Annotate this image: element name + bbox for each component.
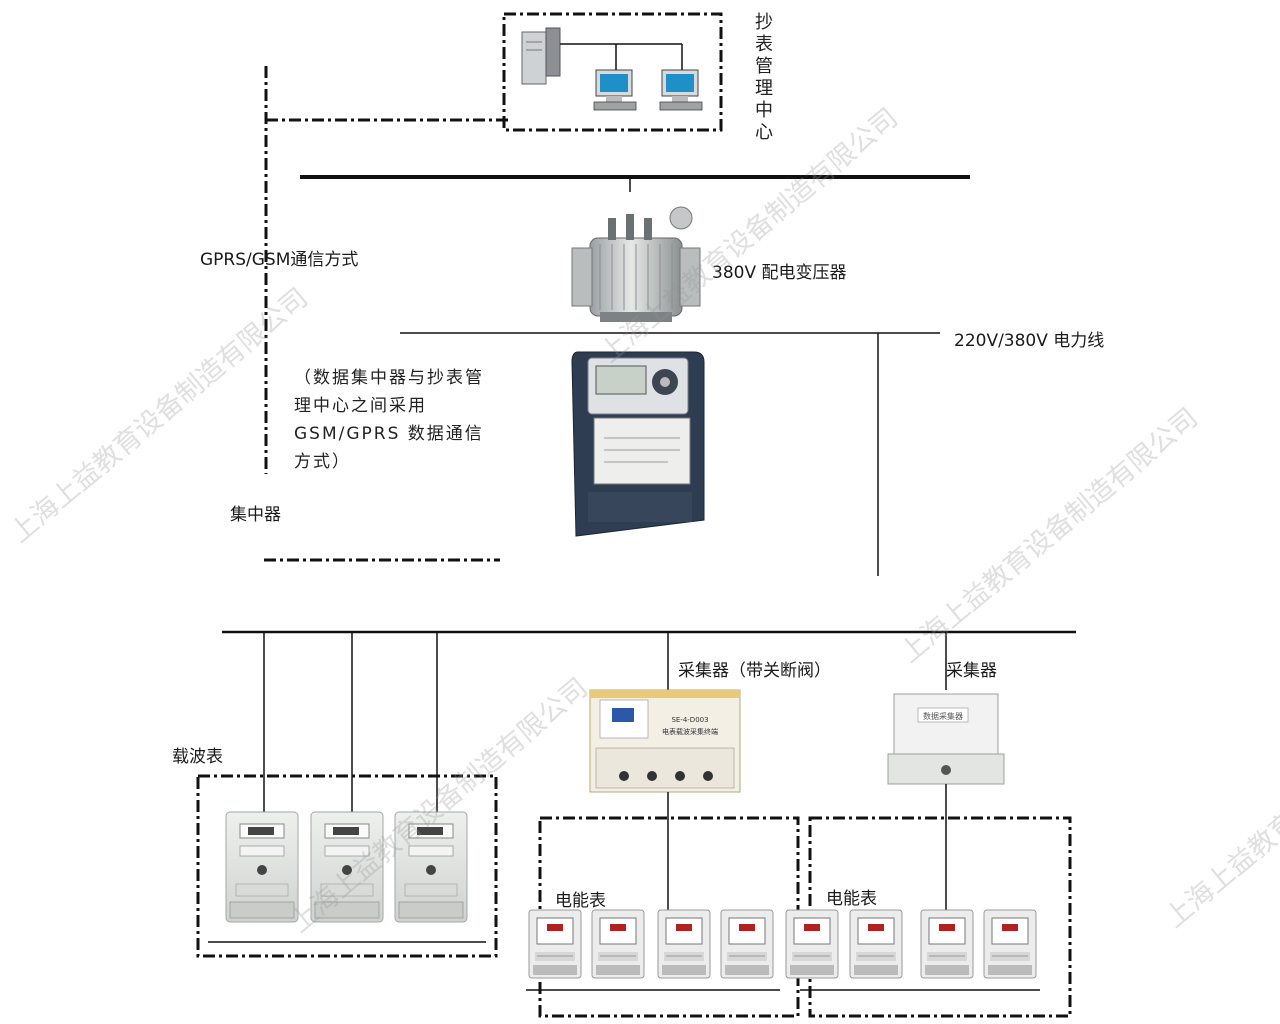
computer-icon — [594, 70, 636, 110]
management-center-label: 抄表管理中心 — [755, 12, 777, 144]
energy-meter — [921, 910, 973, 978]
energy-meter — [721, 910, 773, 978]
carrier-meter-label: 载波表 — [172, 742, 223, 767]
collector-label: 采集器 — [946, 656, 997, 681]
carrier-meter — [395, 812, 467, 922]
concentrator-label: 集中器 — [230, 500, 281, 525]
energy-meter — [529, 910, 581, 978]
energy-meter-label-2: 电能表 — [826, 884, 877, 909]
collector-with-valve-icon: SE-4-D003 电表载波采集终端 — [590, 690, 740, 792]
collector-brand-text: 数据采集器 — [923, 711, 963, 721]
network-lines — [560, 44, 682, 70]
power-line-label: 220V/380V 电力线 — [954, 326, 1104, 351]
transformer-icon — [572, 207, 700, 322]
concentrator-icon — [572, 352, 704, 536]
carrier-meter — [226, 812, 298, 922]
server-icon — [522, 28, 560, 84]
energy-meter — [850, 910, 902, 978]
carrier-meter — [311, 812, 383, 922]
collector-model-text: SE-4-D003 — [671, 716, 708, 724]
collector-with-valve-label: 采集器（带关断阀） — [678, 656, 831, 681]
comm-mode-label: GPRS/GSM通信方式 — [200, 245, 358, 270]
energy-meter — [592, 910, 644, 978]
collector-name-text: 电表载波采集终端 — [662, 727, 718, 736]
energy-meter-label-1: 电能表 — [555, 886, 606, 911]
transformer-label: 380V 配电变压器 — [712, 258, 846, 283]
energy-meter — [984, 910, 1036, 978]
energy-meter — [786, 910, 838, 978]
collector-icon: 数据采集器 — [888, 694, 1004, 784]
energy-meter — [658, 910, 710, 978]
computer-icon — [660, 70, 702, 110]
concentrator-note: （数据集中器与抄表管理中心之间采用GSM/GPRS 数据通信方式） — [294, 364, 494, 476]
